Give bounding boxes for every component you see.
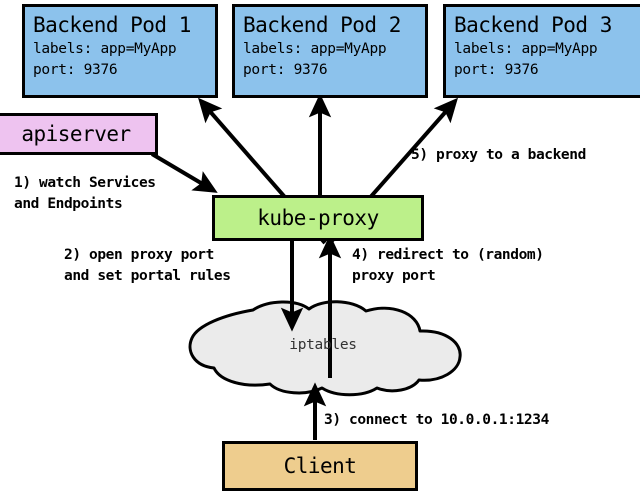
apiserver-label: apiserver bbox=[21, 122, 131, 146]
backend-pod-1-title: Backend Pod 1 bbox=[33, 13, 191, 37]
backend-pod-2-title: Backend Pod 2 bbox=[243, 13, 401, 37]
apiserver-box: apiserver bbox=[0, 113, 158, 155]
annotation-step-4-line-1: 4) redirect to (random) bbox=[352, 247, 544, 263]
backend-pod-1-port: port: 9376 bbox=[33, 62, 118, 78]
annotation-step-4: 4) redirect to (random) proxy port bbox=[352, 245, 544, 287]
annotation-step-3: 3) connect to 10.0.0.1:1234 bbox=[324, 412, 549, 428]
annotation-step-5: 5) proxy to a backend bbox=[411, 147, 586, 163]
backend-pod-2-box: Backend Pod 2 labels: app=MyApp port: 93… bbox=[232, 4, 428, 98]
kube-proxy-box: kube-proxy bbox=[212, 195, 424, 241]
annotation-step-1-line-2: and Endpoints bbox=[14, 196, 123, 212]
iptables-label: iptables bbox=[289, 337, 357, 353]
annotation-step-4-line-2: proxy port bbox=[352, 268, 436, 284]
backend-pod-3-port: port: 9376 bbox=[454, 62, 539, 78]
backend-pod-3-title: Backend Pod 3 bbox=[454, 13, 612, 37]
annotation-step-1: 1) watch Services and Endpoints bbox=[14, 173, 156, 215]
kube-proxy-label: kube-proxy bbox=[257, 206, 379, 230]
annotation-step-2-line-1: 2) open proxy port bbox=[64, 247, 214, 263]
backend-pod-3-labels: labels: app=MyApp bbox=[454, 41, 598, 57]
backend-pod-1-labels: labels: app=MyApp bbox=[33, 41, 177, 57]
client-box: Client bbox=[222, 441, 418, 491]
backend-pod-2-port: port: 9376 bbox=[243, 62, 328, 78]
annotation-step-1-line-1: 1) watch Services bbox=[14, 175, 156, 191]
annotation-step-2: 2) open proxy port and set portal rules bbox=[64, 245, 231, 287]
iptables-cloud-shape bbox=[188, 300, 462, 397]
arrow-apiserver-to-kubeproxy bbox=[150, 152, 218, 193]
backend-pod-3-box: Backend Pod 3 labels: app=MyApp port: 93… bbox=[443, 4, 640, 98]
backend-pod-1-box: Backend Pod 1 labels: app=MyApp port: 93… bbox=[22, 4, 218, 98]
backend-pod-2-labels: labels: app=MyApp bbox=[243, 41, 387, 57]
client-label: Client bbox=[283, 454, 357, 478]
annotation-step-2-line-2: and set portal rules bbox=[64, 268, 231, 284]
